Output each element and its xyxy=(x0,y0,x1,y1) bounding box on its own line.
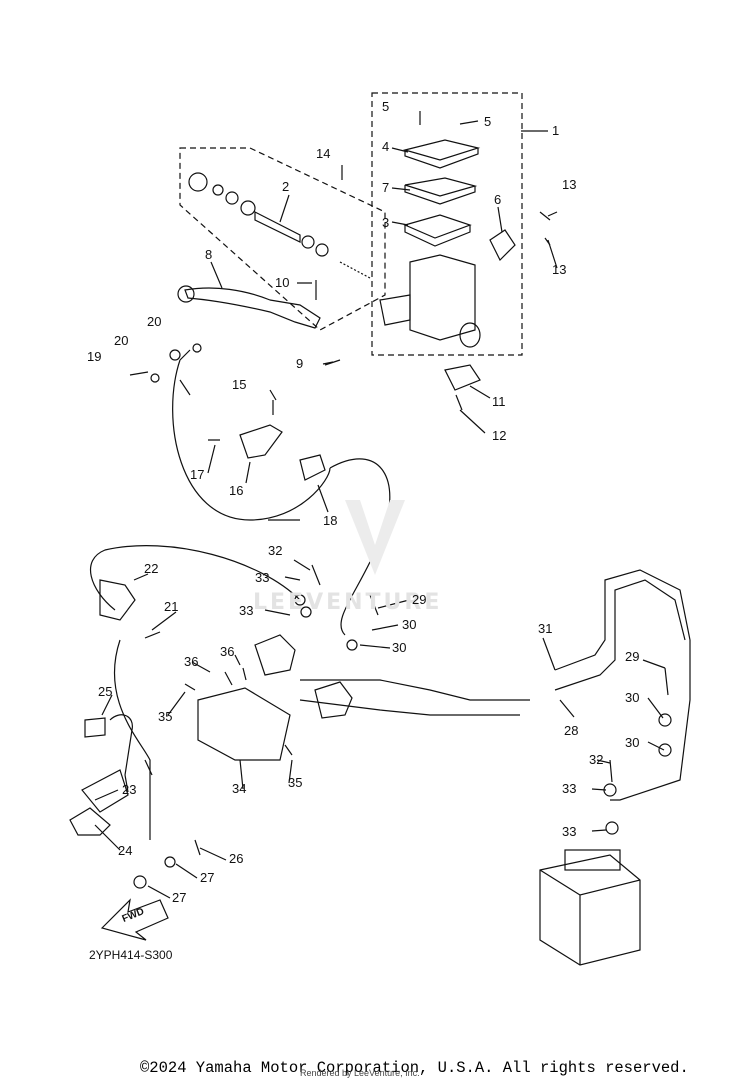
callout-2[interactable]: 2 xyxy=(282,179,290,194)
master-cylinder-assembly-box xyxy=(371,92,523,356)
callout-16[interactable]: 16 xyxy=(229,483,244,498)
callout-29b[interactable]: 29 xyxy=(625,649,640,664)
callout-6[interactable]: 6 xyxy=(494,192,502,207)
callout-17[interactable]: 17 xyxy=(190,467,205,482)
rendered-by: Rendered by LeeVenture, Inc. xyxy=(300,1068,420,1078)
brake-pipe-right xyxy=(554,569,691,801)
callout-35a[interactable]: 35 xyxy=(158,709,173,724)
cover-34 xyxy=(197,687,291,761)
callout-32b[interactable]: 32 xyxy=(589,752,604,767)
copyright: ©2024 Yamaha Motor Corporation, U.S.A. A… xyxy=(140,1059,689,1077)
master-cylinder-body xyxy=(409,254,476,341)
watermark-logo xyxy=(345,500,405,575)
callout-1[interactable]: 1 xyxy=(552,123,560,138)
callout-13b[interactable]: 13 xyxy=(552,262,567,277)
callout-19[interactable]: 19 xyxy=(87,349,102,364)
callout-3[interactable]: 3 xyxy=(382,215,390,230)
brake-lever xyxy=(184,287,321,329)
callout-31[interactable]: 31 xyxy=(538,621,553,636)
callout-5b[interactable]: 5 xyxy=(484,114,492,129)
callout-32a[interactable]: 32 xyxy=(268,543,283,558)
callout-36a[interactable]: 36 xyxy=(184,654,199,669)
fwd-arrow xyxy=(100,898,169,941)
abs-block-right xyxy=(314,681,353,719)
callout-30c[interactable]: 30 xyxy=(625,690,640,705)
callout-28[interactable]: 28 xyxy=(564,723,579,738)
watermark-text: LEEVENTURE xyxy=(253,590,443,615)
callout-33b[interactable]: 33 xyxy=(239,603,254,618)
callout-36b[interactable]: 36 xyxy=(220,644,235,659)
diagram-code: 2YPH414-S300 xyxy=(89,948,173,962)
abs-block-left xyxy=(254,634,296,676)
callout-25[interactable]: 25 xyxy=(98,684,113,699)
callout-9[interactable]: 9 xyxy=(296,356,304,371)
callout-15[interactable]: 15 xyxy=(232,377,247,392)
callout-8[interactable]: 8 xyxy=(205,247,213,262)
callout-24[interactable]: 24 xyxy=(118,843,133,858)
callout-34[interactable]: 34 xyxy=(232,781,247,796)
reservoir-cap xyxy=(402,139,481,161)
callout-23[interactable]: 23 xyxy=(122,782,137,797)
callout-18[interactable]: 18 xyxy=(323,513,338,528)
callout-33c[interactable]: 33 xyxy=(562,781,577,796)
hydraulic-unit xyxy=(539,854,641,966)
callout-11[interactable]: 11 xyxy=(492,394,506,409)
callout-29a[interactable]: 29 xyxy=(412,592,427,607)
callout-33d[interactable]: 33 xyxy=(562,824,577,839)
callout-7[interactable]: 7 xyxy=(382,180,390,195)
callout-20a[interactable]: 20 xyxy=(114,333,129,348)
callout-12[interactable]: 12 xyxy=(492,428,507,443)
brake-hose-left xyxy=(89,545,301,611)
callout-26[interactable]: 26 xyxy=(229,851,244,866)
callout-27b[interactable]: 27 xyxy=(172,890,187,905)
callout-30a[interactable]: 30 xyxy=(402,617,417,632)
diaphragm xyxy=(403,214,472,239)
callout-30b[interactable]: 30 xyxy=(392,640,407,655)
callout-33a[interactable]: 33 xyxy=(255,570,270,585)
callout-14[interactable]: 14 xyxy=(316,146,331,161)
callout-30d[interactable]: 30 xyxy=(625,735,640,750)
piston-kit-box xyxy=(179,147,386,331)
callout-21[interactable]: 21 xyxy=(164,599,179,614)
callout-22[interactable]: 22 xyxy=(144,561,159,576)
brake-hose-upper xyxy=(172,359,331,521)
callout-5a[interactable]: 5 xyxy=(382,99,390,114)
callout-10[interactable]: 10 xyxy=(275,275,290,290)
callout-27a[interactable]: 27 xyxy=(200,870,215,885)
diaphragm-plate xyxy=(404,177,478,197)
callout-20b[interactable]: 20 xyxy=(147,314,162,329)
callout-35b[interactable]: 35 xyxy=(288,775,303,790)
callout-13a[interactable]: 13 xyxy=(562,177,577,192)
callout-4[interactable]: 4 xyxy=(382,139,390,154)
